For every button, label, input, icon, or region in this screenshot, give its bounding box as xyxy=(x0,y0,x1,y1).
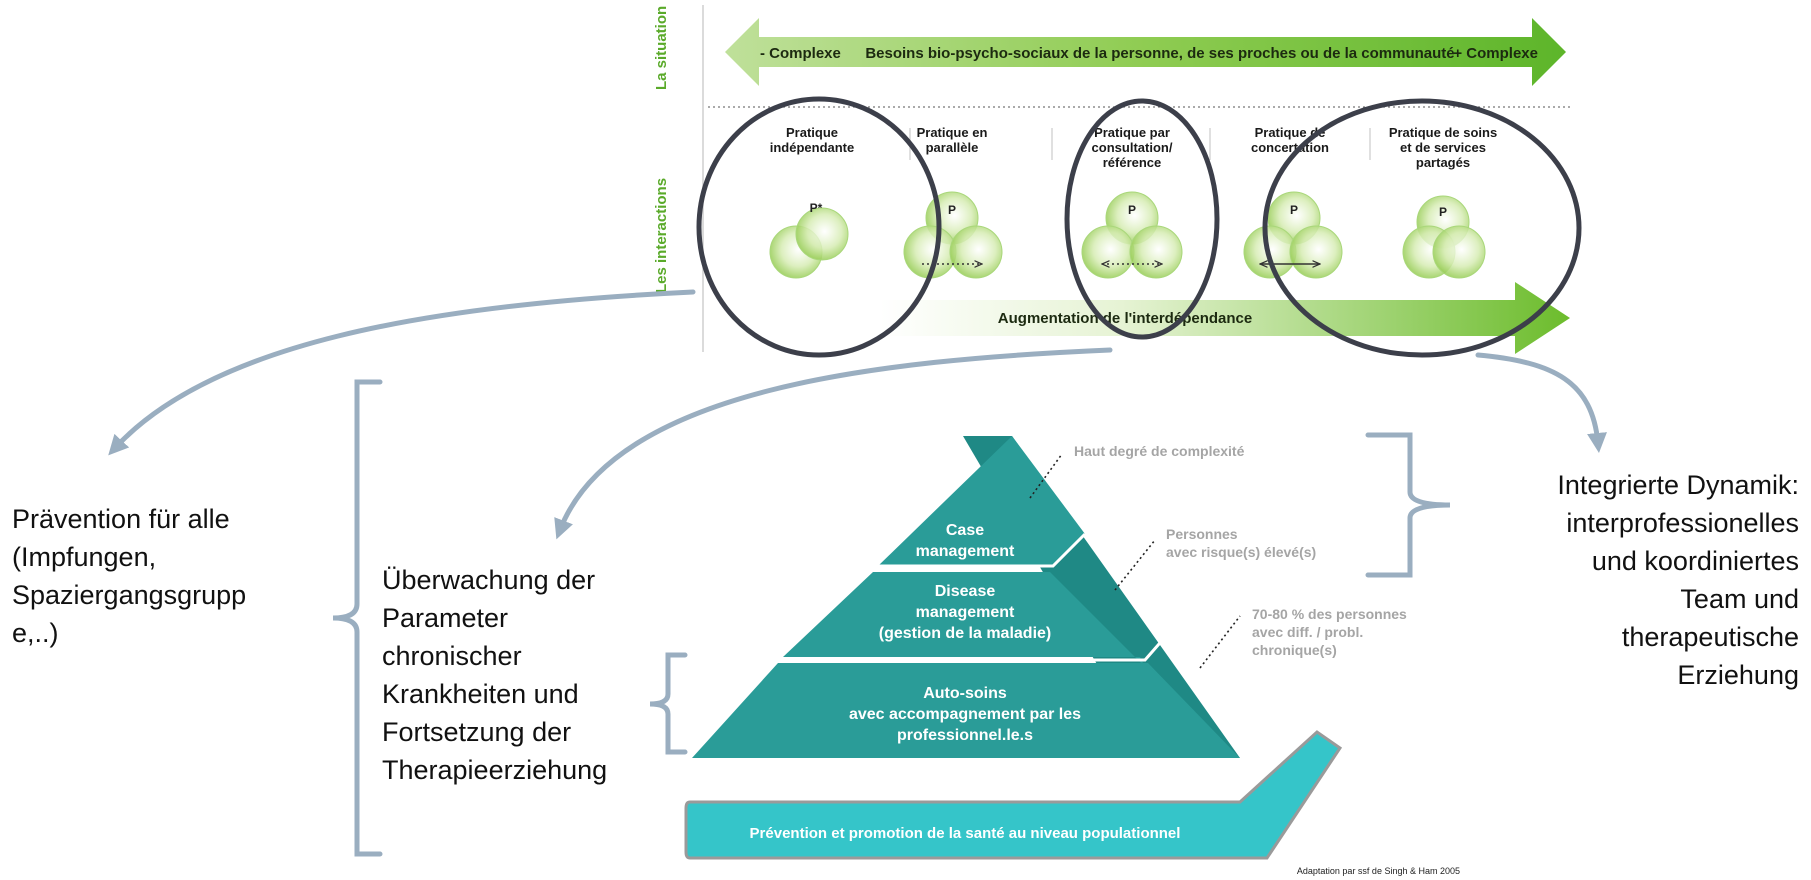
practitioner-circle xyxy=(1432,225,1486,279)
connector-to-middle-note xyxy=(554,347,1113,540)
ellipse-concertation-shared xyxy=(1262,98,1582,358)
note-integrated-line: Team und xyxy=(1680,584,1799,614)
practice-label: Pratique de xyxy=(1255,125,1326,140)
base-label: Prévention et promotion de la santé au n… xyxy=(750,825,1181,842)
prevention-base-band xyxy=(684,730,1343,860)
tier-low-line3: professionnel.le.s xyxy=(897,727,1033,744)
practice-label: Pratique xyxy=(786,125,838,140)
arrow-left-label: - Complexe xyxy=(760,45,841,62)
note-monitoring-line: Fortsetzung der xyxy=(382,717,572,747)
practitioner-circle xyxy=(1129,225,1183,279)
note-monitoring-line: Überwachung der xyxy=(382,565,596,595)
practice-label: consultation/ xyxy=(1092,140,1173,155)
annot-chronic-line3: chronique(s) xyxy=(1252,642,1337,658)
ellipse-consultation xyxy=(1064,98,1220,340)
arrow-center-label: Besoins bio-psycho-sociaux de la personn… xyxy=(865,45,1454,62)
care-pyramid: Prévention et promotion de la santé au n… xyxy=(684,436,1460,876)
note-monitoring-line: Parameter xyxy=(382,603,509,633)
tier-mid-line1: Disease xyxy=(935,583,996,600)
practice-label: Pratique par xyxy=(1094,125,1170,140)
tier-case-management xyxy=(878,436,1085,566)
bracket-selfcare xyxy=(649,652,688,755)
practice-label: Pratique en xyxy=(917,125,988,140)
tier-low-line1: Auto-soins xyxy=(923,685,1007,702)
highlight-ellipses xyxy=(696,96,1582,358)
person-marker: P* xyxy=(810,201,823,215)
note-integrated-line: interprofessionelles xyxy=(1566,508,1799,538)
note-integrated-dynamics: Integrierte Dynamik: interprofessionelle… xyxy=(1557,466,1799,694)
tier-top-line2: management xyxy=(916,543,1015,560)
practice-label: concertation xyxy=(1251,140,1329,155)
practice-label: partagés xyxy=(1416,155,1470,170)
note-prevention-line: e,..) xyxy=(12,618,59,648)
interaction-figure: La situation Les interactions - Complexe… xyxy=(653,5,1582,358)
source-credit: Adaptation par ssf de Singh & Ham 2005 xyxy=(1297,866,1460,876)
interdependence-label: Augmentation de l'interdépendance xyxy=(998,310,1252,327)
bracket-right xyxy=(1365,432,1451,578)
person-marker: P xyxy=(1128,203,1136,217)
annot-high-risk-line2: avec risque(s) élevé(s) xyxy=(1166,544,1316,560)
note-monitoring-line: Krankheiten und xyxy=(382,679,579,709)
tier-disease-management xyxy=(783,572,1145,667)
situation-double-arrow xyxy=(725,18,1566,86)
practice-label: Pratique de soins xyxy=(1389,125,1497,140)
annot-high-complexity: Haut degré de complexité xyxy=(1074,443,1245,459)
person-marker: P xyxy=(1439,205,1447,219)
note-prevention-line: Spaziergangsgrupp xyxy=(12,580,247,610)
note-prevention-line: (Impfungen, xyxy=(12,542,157,572)
practitioner-circle xyxy=(1289,225,1343,279)
note-integrated-line: Integrierte Dynamik: xyxy=(1557,470,1799,500)
tier-self-care xyxy=(692,663,1240,758)
interdependence-arrow xyxy=(880,282,1570,354)
tier-mid-line3: (gestion de la maladie) xyxy=(879,625,1051,642)
ellipse-independent xyxy=(696,96,942,358)
person-marker: P xyxy=(1290,203,1298,217)
brackets xyxy=(332,379,1451,857)
note-monitoring-line: chronischer xyxy=(382,641,522,671)
tier-mid-line2: management xyxy=(916,604,1015,621)
practitioner-circle xyxy=(1081,225,1135,279)
situation-side-label: La situation xyxy=(653,6,670,90)
annot-high-risk-line1: Personnes xyxy=(1166,526,1238,542)
tier-top-line1: Case xyxy=(946,522,984,539)
connector-arrows xyxy=(108,289,1607,540)
practice-label: et de services xyxy=(1400,140,1486,155)
practice-label: parallèle xyxy=(926,140,979,155)
note-prevention: Prävention für alle (Impfungen, Spazierg… xyxy=(12,500,246,652)
practitioner-circle xyxy=(949,225,1003,279)
practice-label: référence xyxy=(1103,155,1162,170)
practitioner-circle xyxy=(795,207,849,261)
bracket-left xyxy=(332,379,383,857)
note-monitoring: Überwachung der Parameter chronischer Kr… xyxy=(382,561,607,789)
connector-to-right-note xyxy=(1475,352,1607,453)
tier-low-line2: avec accompagnement par les xyxy=(849,706,1081,723)
note-prevention-line: Prävention für alle xyxy=(12,504,230,534)
leader-lines xyxy=(1029,453,1241,669)
note-integrated-line: therapeutische xyxy=(1621,622,1799,652)
annot-chronic-line2: avec diff. / probl. xyxy=(1252,624,1363,640)
connector-to-left-note xyxy=(108,289,696,456)
note-integrated-line: und koordiniertes xyxy=(1591,546,1799,576)
interactions-side-label: Les interactions xyxy=(653,178,670,293)
note-monitoring-line: Therapieerziehung xyxy=(382,755,608,785)
arrow-right-label: + Complexe xyxy=(1453,45,1538,62)
annot-chronic-line1: 70-80 % des personnes xyxy=(1252,606,1407,622)
practice-label: indépendante xyxy=(770,140,855,155)
person-marker: P xyxy=(948,203,956,217)
note-integrated-line: Erziehung xyxy=(1677,660,1799,690)
